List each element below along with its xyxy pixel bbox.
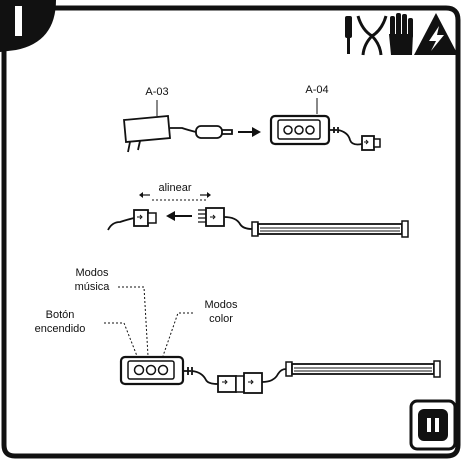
screwdriver-icon (345, 16, 352, 54)
adapter-code-label: A-03 (145, 86, 168, 98)
music-modes-label-line2: música (75, 281, 111, 293)
light-bar-top (251, 220, 409, 238)
light-bar-cable-bottom (261, 368, 287, 383)
joined-connectors (217, 372, 263, 394)
adapter-plug-tip (222, 129, 233, 135)
color-modes-button (157, 364, 169, 376)
pliers-icon (356, 15, 388, 56)
power-button (133, 364, 145, 376)
controller-bottom (119, 355, 185, 386)
controller-bottom-cable (183, 367, 219, 385)
color-modes-label-line2: color (209, 313, 233, 325)
step-number-mark (15, 6, 22, 36)
controller-code-label: A-04 (305, 84, 328, 96)
power-outlet-icon (409, 399, 457, 451)
controller-side-cable (107, 217, 135, 231)
controller-top (269, 114, 331, 146)
panel-frame (1, 5, 461, 459)
light-bar-bottom (285, 360, 441, 378)
controller-top-cable (329, 127, 363, 146)
power-adapter (123, 115, 171, 153)
step-badge (0, 0, 56, 52)
female-connector (133, 209, 157, 227)
align-indicator (139, 192, 211, 201)
light-bar-cable-top (223, 216, 253, 230)
connect-arrow (238, 127, 261, 137)
insert-arrow (166, 211, 192, 221)
power-button-label-line1: Botón (46, 309, 75, 321)
electrical-hazard-icon (414, 13, 458, 55)
music-modes-label-line1: Modos (75, 267, 109, 279)
male-connector (198, 207, 225, 227)
color-modes-label-line1: Modos (204, 299, 238, 311)
adapter-cable (170, 127, 197, 133)
music-modes-button (145, 364, 157, 376)
controller-top-connector (361, 135, 381, 151)
adapter-plug (195, 125, 223, 139)
power-button-label-line2: encendido (35, 323, 86, 335)
glove-icon (389, 13, 413, 55)
callout-leader-lines (104, 286, 193, 357)
align-label: alinear (158, 182, 191, 194)
